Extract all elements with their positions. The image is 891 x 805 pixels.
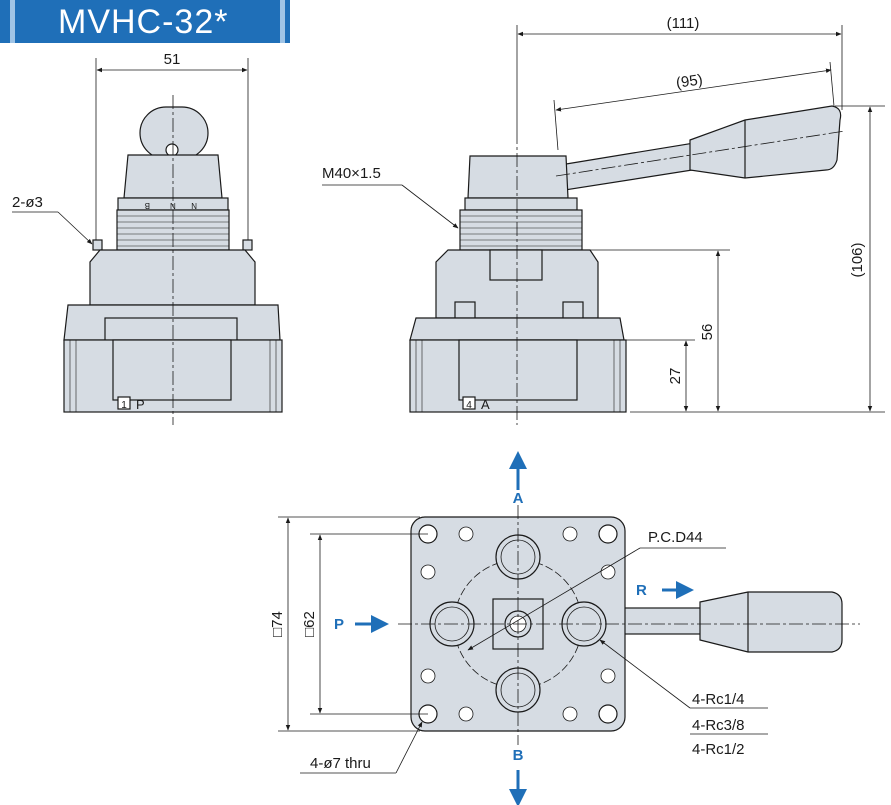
dim-square-62: □62 <box>301 611 318 637</box>
dim-port-size-3: 4-Rc1/2 <box>692 741 745 758</box>
side-dims <box>322 25 885 413</box>
dim-106: (106) <box>849 242 866 277</box>
port-label-p: P <box>334 616 344 633</box>
flow-arrows <box>355 451 694 805</box>
front-dims <box>12 58 249 245</box>
side-knob-cap <box>467 155 569 199</box>
dim-port-size-2: 4-Rc3/8 <box>692 717 745 734</box>
dim-port-size-1: 4-Rc1/4 <box>692 691 745 708</box>
side-port-number-box <box>462 396 476 410</box>
side-window <box>489 249 543 281</box>
front-view <box>63 95 283 425</box>
mount-hole-br <box>598 704 618 724</box>
top-dims <box>278 516 768 774</box>
upper-body <box>89 249 256 306</box>
top-view <box>398 505 860 745</box>
pin-right <box>242 239 253 251</box>
front-port-label: P <box>136 397 145 412</box>
side-ring <box>464 197 578 211</box>
port-label-b: B <box>513 747 524 764</box>
port-label-r: R <box>636 582 647 599</box>
lever-axis <box>555 130 846 177</box>
knob-mark-n2: N <box>191 201 197 210</box>
dim-pcd: P.C.D44 <box>648 529 703 546</box>
banner-stripe <box>280 0 285 43</box>
banner-stripe <box>10 0 15 43</box>
dim-27: 27 <box>667 368 684 385</box>
model-title: MVHC-32* <box>58 3 229 41</box>
dim-thread: M40×1.5 <box>322 165 381 182</box>
dim-square-74: □74 <box>269 611 286 637</box>
front-port-number: 1 <box>121 400 127 411</box>
side-boss-left <box>454 301 476 319</box>
side-boss-right <box>562 301 584 319</box>
lever-grip <box>689 105 842 179</box>
dim-111: (111) <box>667 15 700 32</box>
dim-56: 56 <box>699 324 716 341</box>
knob-mark-n: N <box>170 202 176 211</box>
dim-mount-holes: 4-ø7 thru <box>310 755 371 772</box>
knob-mark-b: B <box>145 201 150 210</box>
title-banner: MVHC-32* <box>0 0 290 43</box>
port-number-box <box>117 396 131 410</box>
top-lever-grip <box>699 591 843 653</box>
collar-slot <box>104 317 238 341</box>
side-port-number: 4 <box>466 400 472 411</box>
roller-hub <box>165 143 179 157</box>
side-port-face <box>458 339 578 401</box>
pin-left <box>92 239 103 251</box>
mount-hole-tr <box>598 524 618 544</box>
side-thread <box>459 209 583 251</box>
side-port-label: A <box>481 397 490 412</box>
side-view <box>409 105 846 425</box>
knob-marks: B N N <box>145 201 197 211</box>
lever-arm <box>559 141 706 191</box>
port-label-a: A <box>513 490 524 507</box>
dim-95: (95) <box>675 71 704 92</box>
dim-hole-label: 2-ø3 <box>12 194 43 211</box>
top-lever-arm <box>623 607 705 635</box>
port-face <box>112 339 232 401</box>
dim-width: 51 <box>164 51 181 68</box>
